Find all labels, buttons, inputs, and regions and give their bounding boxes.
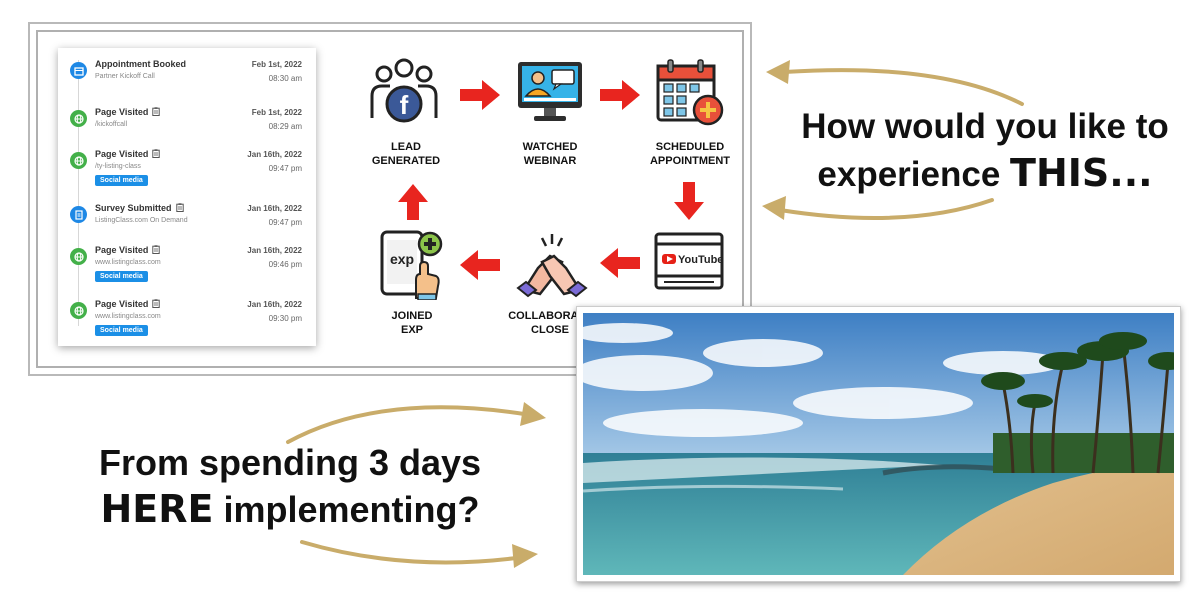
activity-subtitle: /ty-listing-class bbox=[95, 163, 141, 170]
headline-bottom-line2: HERE implementing? bbox=[60, 486, 520, 533]
step-label-watched-webinar: WATCHED WEBINAR bbox=[522, 141, 578, 167]
headline-top-line1: How would you like to bbox=[801, 107, 1169, 146]
facebook-group-icon: f bbox=[368, 56, 440, 128]
clipboard-icon bbox=[152, 299, 161, 309]
clipboard-icon bbox=[152, 149, 161, 159]
activity-date: Jan 16th, 2022 bbox=[247, 246, 302, 255]
headline-top: How would you like to experience THIS... bbox=[770, 104, 1200, 198]
source-badge: Social media bbox=[95, 271, 148, 282]
source-badge: Social media bbox=[95, 325, 148, 336]
headline-bottom-line1: From spending 3 days bbox=[98, 442, 482, 483]
globe-icon bbox=[70, 152, 87, 169]
activity-date: Jan 16th, 2022 bbox=[247, 204, 302, 213]
activity-date: Feb 1st, 2022 bbox=[251, 108, 302, 117]
globe-icon bbox=[70, 248, 87, 265]
activity-title: Page Visited bbox=[95, 245, 161, 255]
arrow-left-1 bbox=[600, 248, 640, 278]
beach-photo bbox=[583, 313, 1174, 575]
arrow-right-1 bbox=[460, 80, 500, 110]
activity-time: 09:46 pm bbox=[268, 260, 302, 269]
activity-item[interactable]: Page Visited/kickoffcall Feb 1st, 2022 08:… bbox=[58, 102, 316, 152]
activity-title-text: Page Visited bbox=[95, 299, 149, 309]
activity-title-text: Page Visited bbox=[95, 245, 149, 255]
headline-top-line2-a: experience bbox=[817, 155, 1011, 194]
arrow-up bbox=[398, 184, 428, 220]
headline-bottom: From spending 3 days HERE implementing? bbox=[60, 440, 520, 533]
headline-top-line2: experience THIS... bbox=[770, 150, 1200, 198]
arrow-left-2 bbox=[460, 250, 500, 280]
activity-title: Page Visited bbox=[95, 107, 161, 117]
activity-date: Jan 16th, 2022 bbox=[247, 150, 302, 159]
headline-bottom-line2-b: implementing? bbox=[213, 489, 480, 530]
activity-item[interactable]: Page Visited/ty-listing-class Jan 16th, 2… bbox=[58, 144, 316, 194]
youtube-icon: YouTube bbox=[654, 226, 726, 298]
arrow-down bbox=[674, 182, 704, 220]
headline-bottom-emphasis: HERE bbox=[100, 487, 214, 531]
beach-photo-frame bbox=[576, 306, 1181, 582]
activity-date: Feb 1st, 2022 bbox=[251, 60, 302, 69]
arrow-right-2 bbox=[600, 80, 640, 110]
activity-time: 08:30 am bbox=[268, 74, 302, 83]
calendar-plus-icon bbox=[654, 56, 726, 128]
clipboard-icon bbox=[152, 245, 161, 255]
form-icon bbox=[70, 206, 87, 223]
activity-time: 09:47 pm bbox=[268, 218, 302, 227]
activity-subtitle: www.listingclass.com bbox=[95, 313, 161, 320]
activity-item[interactable]: Page Visited www.listingclass.com Jan 16th… bbox=[58, 294, 316, 344]
activity-time: 08:29 am bbox=[268, 122, 302, 131]
facebook-letter: f bbox=[400, 90, 409, 120]
step-label-collaborate-close: COLLABORATE CLOSE bbox=[508, 310, 592, 336]
activity-title: Page Visited bbox=[95, 299, 161, 309]
activity-date: Jan 16th, 2022 bbox=[247, 300, 302, 309]
step-label-joined-exp: JOINED EXP bbox=[391, 310, 433, 336]
activity-title: Appointment Booked bbox=[95, 59, 186, 69]
gold-curve-arrow-bottom-1 bbox=[286, 402, 546, 444]
exp-logo-text: exp bbox=[390, 251, 414, 267]
calendar-icon bbox=[70, 62, 87, 79]
activity-subtitle: www.listingclass.com bbox=[95, 259, 161, 266]
timeline-line bbox=[78, 60, 79, 326]
webinar-icon bbox=[514, 56, 586, 128]
activity-subtitle: ListingClass.com On Demand bbox=[95, 217, 188, 224]
activity-time: 09:30 pm bbox=[268, 314, 302, 323]
gold-curve-arrow-top-2 bbox=[762, 196, 994, 220]
gold-curve-arrow-bottom-2 bbox=[300, 540, 538, 568]
clipboard-icon bbox=[152, 107, 161, 117]
activity-subtitle: Partner Kickoff Call bbox=[95, 73, 155, 80]
step-label-lead-generated: LEAD GENERATED bbox=[371, 141, 441, 167]
activity-time: 09:47 pm bbox=[268, 164, 302, 173]
clipboard-icon bbox=[175, 203, 184, 213]
source-badge: Social media bbox=[95, 175, 148, 186]
handshake-icon bbox=[516, 228, 588, 300]
activity-title: Survey Submitted bbox=[95, 203, 184, 213]
activity-title-text: Page Visited bbox=[95, 107, 149, 117]
activity-subtitle: /kickoffcall bbox=[95, 121, 128, 128]
youtube-wordmark: YouTube bbox=[678, 254, 723, 266]
activity-title: Page Visited bbox=[95, 149, 161, 159]
exp-phone-icon: exp bbox=[376, 228, 448, 301]
activity-title-text: Survey Submitted bbox=[95, 203, 172, 213]
globe-icon bbox=[70, 110, 87, 127]
activity-title-text: Page Visited bbox=[95, 149, 149, 159]
gold-curve-arrow-top-1 bbox=[766, 60, 1024, 106]
activity-item[interactable]: Page Visited www.listingclass.com Jan 16th… bbox=[58, 240, 316, 290]
headline-top-emphasis: THIS... bbox=[1010, 151, 1153, 195]
activity-title-text: Appointment Booked bbox=[95, 59, 186, 69]
step-label-scheduled-appointment: SCHEDULED APPOINTMENT bbox=[649, 141, 731, 167]
globe-icon bbox=[70, 302, 87, 319]
